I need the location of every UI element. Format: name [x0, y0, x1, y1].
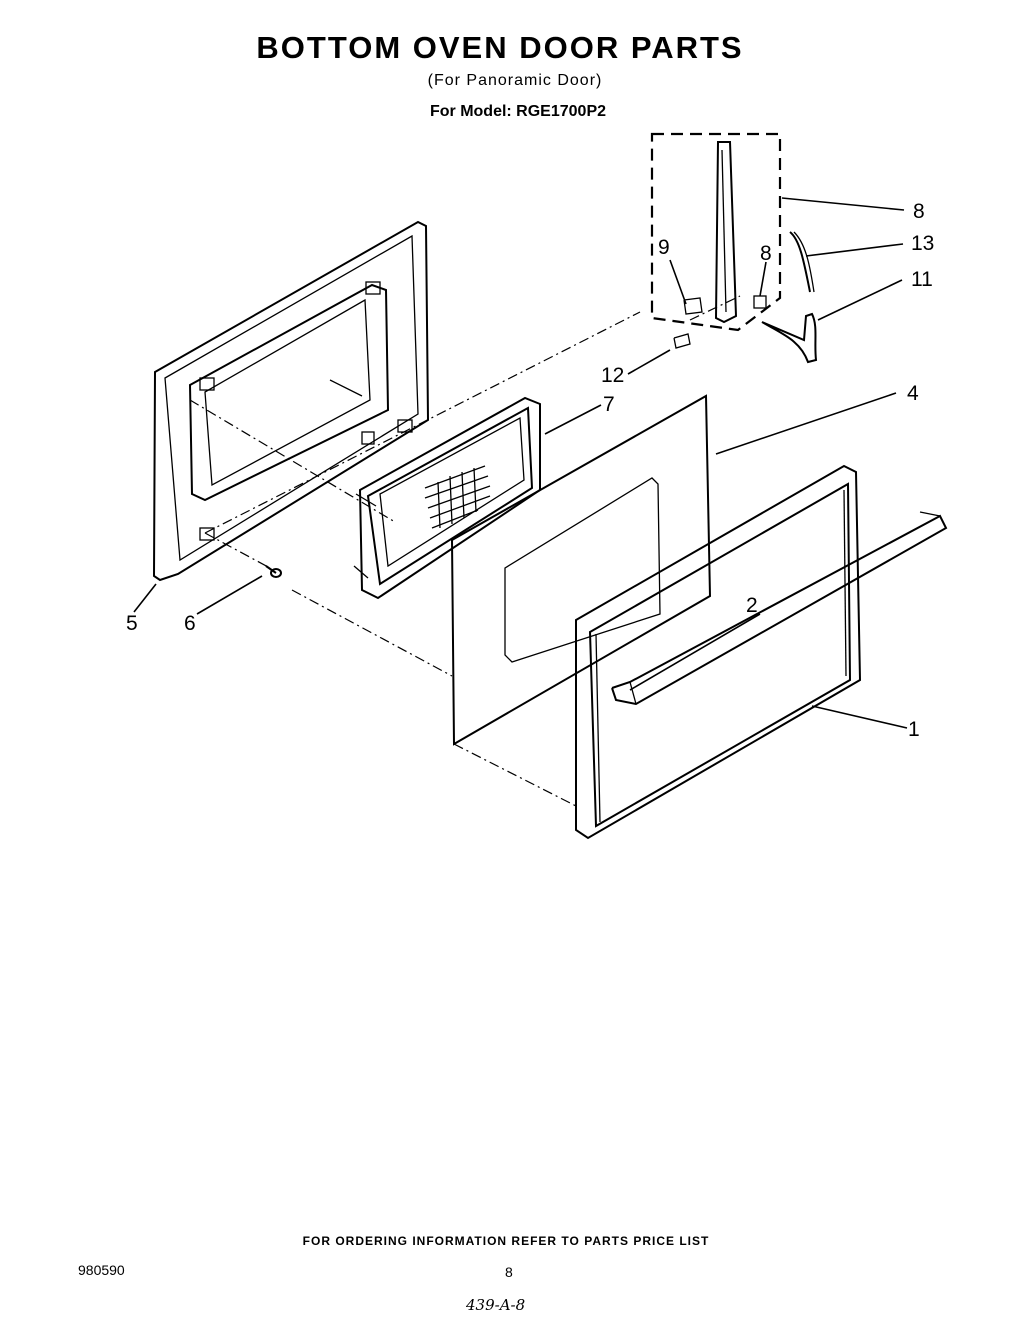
callout-10: 9 [658, 236, 670, 259]
model-label: For Model: RGE1700P2 [429, 103, 607, 120]
callout-8: 8 [913, 200, 925, 223]
ordering-note: FOR ORDERING INFORMATION REFER TO PARTS … [302, 1234, 710, 1248]
callout-1: 1 [908, 718, 920, 741]
page-subtitle: (For Panoramic Door) [427, 72, 603, 89]
callout-13: 13 [911, 232, 934, 255]
leader-lines [133, 197, 908, 729]
document-number: 980590 [78, 1262, 125, 1278]
callout-5: 5 [126, 612, 138, 635]
callout-9: 8 [760, 242, 772, 265]
callout-4: 4 [907, 382, 919, 405]
screw [265, 565, 282, 578]
inner-door-panel [152, 220, 430, 582]
callout-11: 11 [911, 268, 933, 291]
handwritten-note: 439-A-8 [466, 1296, 526, 1314]
outer-glass [450, 394, 712, 746]
callout-2: 2 [746, 594, 758, 617]
callout-7: 7 [603, 393, 615, 416]
door-frame [575, 464, 862, 840]
callout-6: 6 [184, 612, 196, 635]
alignment-lines [189, 295, 741, 807]
page-number: 8 [505, 1264, 513, 1280]
hinge-assembly [650, 132, 818, 364]
glass-pack [353, 396, 541, 600]
door-handle [611, 511, 948, 706]
callout-12: 12 [601, 364, 624, 387]
glass-hatch [424, 465, 491, 529]
page-title: BOTTOM OVEN DOOR PARTS [256, 30, 744, 65]
